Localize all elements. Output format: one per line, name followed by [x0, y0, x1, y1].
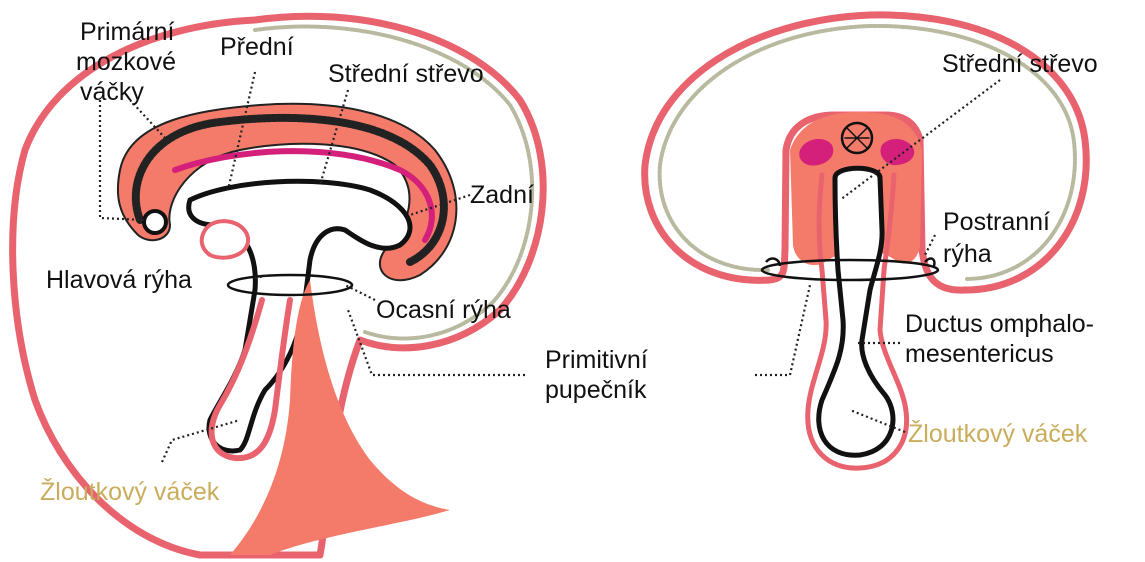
label-foregut: Přední [220, 33, 294, 61]
label-yolk-sac-right: Žloutkový váček [908, 419, 1088, 448]
leader-lateral-fold [925, 235, 935, 255]
label-brain-vesicles-3: váčky [80, 78, 144, 106]
left-head-fold-loop [202, 221, 248, 258]
label-brain-vesicles-1: Primární [80, 18, 175, 46]
leader-cord-right [755, 285, 810, 375]
label-midgut-right: Střední střevo [942, 50, 1098, 78]
left-brain-vesicle [144, 211, 166, 233]
label-vitelline-duct-1: Ductus omphalo- [905, 310, 1094, 338]
label-hindgut: Zadní [470, 181, 534, 209]
label-yolk-sac-left: Žloutkový váček [40, 477, 220, 506]
label-brain-vesicles-2: mozkové [76, 48, 176, 76]
label-lateral-fold-1: Postranní [943, 208, 1050, 236]
label-tail-fold: Ocasní rýha [376, 296, 511, 324]
right-embryo [645, 15, 1087, 468]
label-vitelline-duct-2: mesentericus [905, 340, 1054, 368]
label-cord-2: pupečník [545, 376, 647, 404]
label-lateral-fold-2: rýha [943, 240, 992, 268]
label-midgut-left: Střední střevo [328, 60, 484, 88]
label-cord-1: Primitivní [545, 346, 648, 374]
label-head-fold: Hlavová rýha [46, 266, 192, 294]
